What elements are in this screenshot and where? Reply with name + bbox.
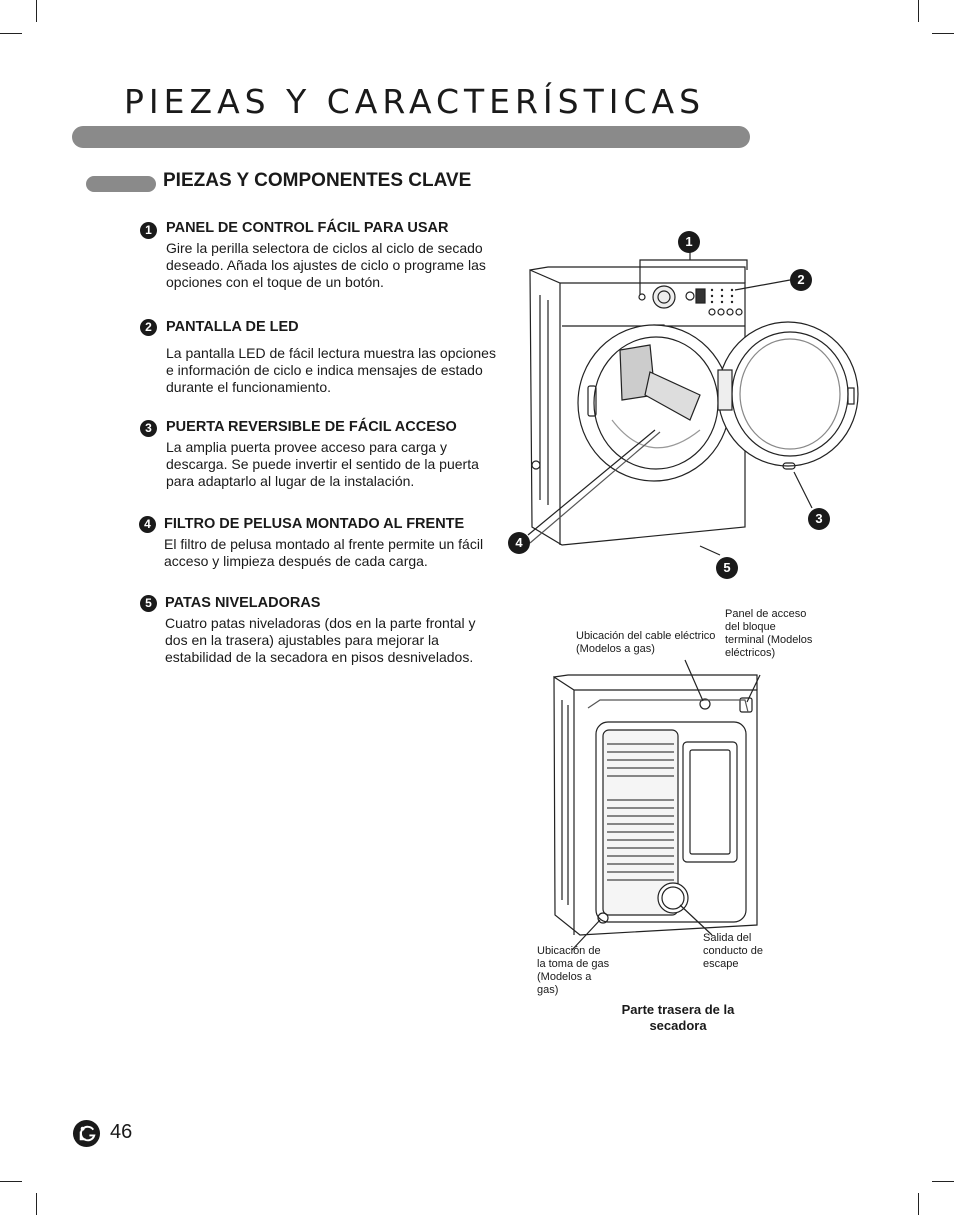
section-marker	[86, 176, 156, 192]
item-reversible-door: 3 PUERTA REVERSIBLE DE FÁCIL ACCESO La a…	[140, 419, 496, 490]
item-body: La pantalla LED de fácil lectura muestra…	[166, 345, 496, 395]
label-terminal-block: Panel de acceso del bloque terminal (Mod…	[725, 608, 813, 659]
item-heading: PUERTA REVERSIBLE DE FÁCIL ACCESO	[166, 419, 457, 435]
item-number-badge: 5	[140, 595, 157, 612]
item-lint-filter: 4 FILTRO DE PELUSA MONTADO AL FRENTE El …	[139, 516, 484, 570]
item-body: Gire la perilla selectora de ciclos al c…	[166, 240, 486, 290]
label-exhaust: Salida del conducto de escape	[703, 932, 763, 970]
page-title: PIEZAS Y CARACTERÍSTICAS	[124, 82, 706, 121]
crop-mark	[0, 1181, 22, 1182]
section-title: PIEZAS Y COMPONENTES CLAVE	[163, 170, 472, 191]
item-control-panel: 1 PANEL DE CONTROL FÁCIL PARA USAR Gire …	[140, 220, 496, 291]
item-body: El filtro de pelusa montado al frente pe…	[164, 536, 484, 569]
item-number-badge: 2	[140, 319, 157, 336]
callout-5: 5	[716, 557, 738, 579]
item-led-display: 2 PANTALLA DE LED La pantalla LED de fác…	[140, 319, 496, 396]
crop-mark	[918, 1193, 919, 1215]
item-number-badge: 3	[140, 420, 157, 437]
crop-mark	[932, 1181, 954, 1182]
item-leveling-legs: 5 PATAS NIVELADORAS Cuatro patas nivelad…	[140, 595, 495, 666]
callout-3: 3	[808, 508, 830, 530]
callout-1: 1	[678, 231, 700, 253]
page-number: 46	[110, 1121, 133, 1143]
item-heading: PANEL DE CONTROL FÁCIL PARA USAR	[166, 220, 449, 236]
callout-4: 4	[508, 532, 530, 554]
crop-mark	[0, 33, 22, 34]
crop-mark	[36, 1193, 37, 1215]
title-bar	[72, 126, 750, 148]
item-number-badge: 4	[139, 516, 156, 533]
label-power-cord: Ubicación del cable eléctrico (Modelos a…	[576, 630, 716, 655]
crop-mark	[36, 0, 37, 22]
item-heading: FILTRO DE PELUSA MONTADO AL FRENTE	[164, 516, 465, 532]
item-heading: PATAS NIVELADORAS	[165, 595, 321, 611]
item-heading: PANTALLA DE LED	[166, 319, 299, 335]
crop-mark	[918, 0, 919, 22]
label-gas-inlet: Ubicación de la toma de gas (Modelos a g…	[537, 945, 610, 996]
item-number-badge: 1	[140, 222, 157, 239]
crop-mark	[932, 33, 954, 34]
item-body: La amplia puerta provee acceso para carg…	[166, 439, 479, 489]
lg-logo-icon	[72, 1119, 101, 1148]
item-body: Cuatro patas niveladoras (dos en la part…	[165, 615, 476, 665]
callout-2: 2	[790, 269, 812, 291]
rear-diagram-caption: Parte trasera de la secadora	[621, 1002, 735, 1033]
